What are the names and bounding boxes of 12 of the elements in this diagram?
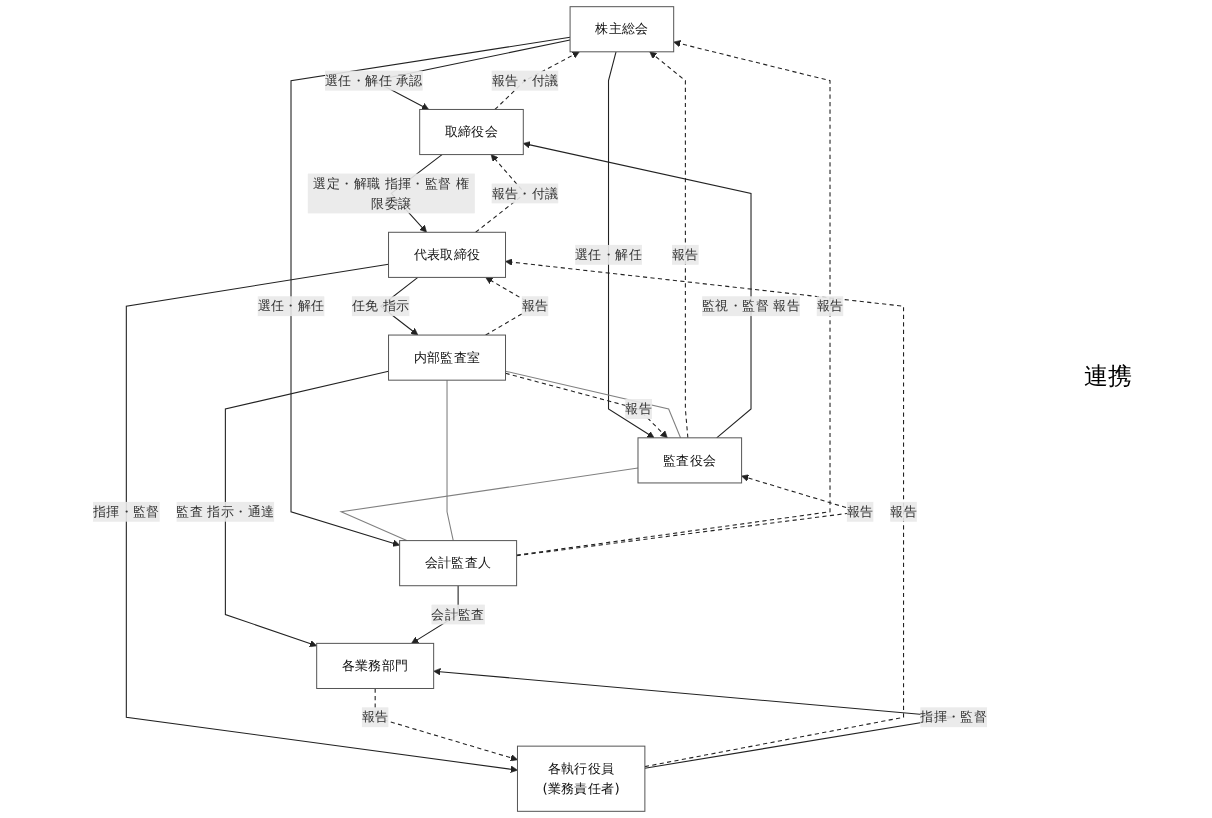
arrow bbox=[522, 141, 752, 439]
arrow bbox=[290, 36, 571, 547]
arrow bbox=[649, 51, 689, 439]
arrow bbox=[374, 687, 518, 762]
arrow bbox=[516, 40, 831, 556]
connector bbox=[339, 467, 639, 542]
arrow bbox=[607, 51, 655, 439]
arrow bbox=[505, 258, 905, 768]
note-label: 連携 bbox=[1084, 360, 1134, 394]
arrow bbox=[224, 370, 390, 648]
arrow bbox=[125, 263, 518, 773]
connector bbox=[446, 379, 454, 542]
